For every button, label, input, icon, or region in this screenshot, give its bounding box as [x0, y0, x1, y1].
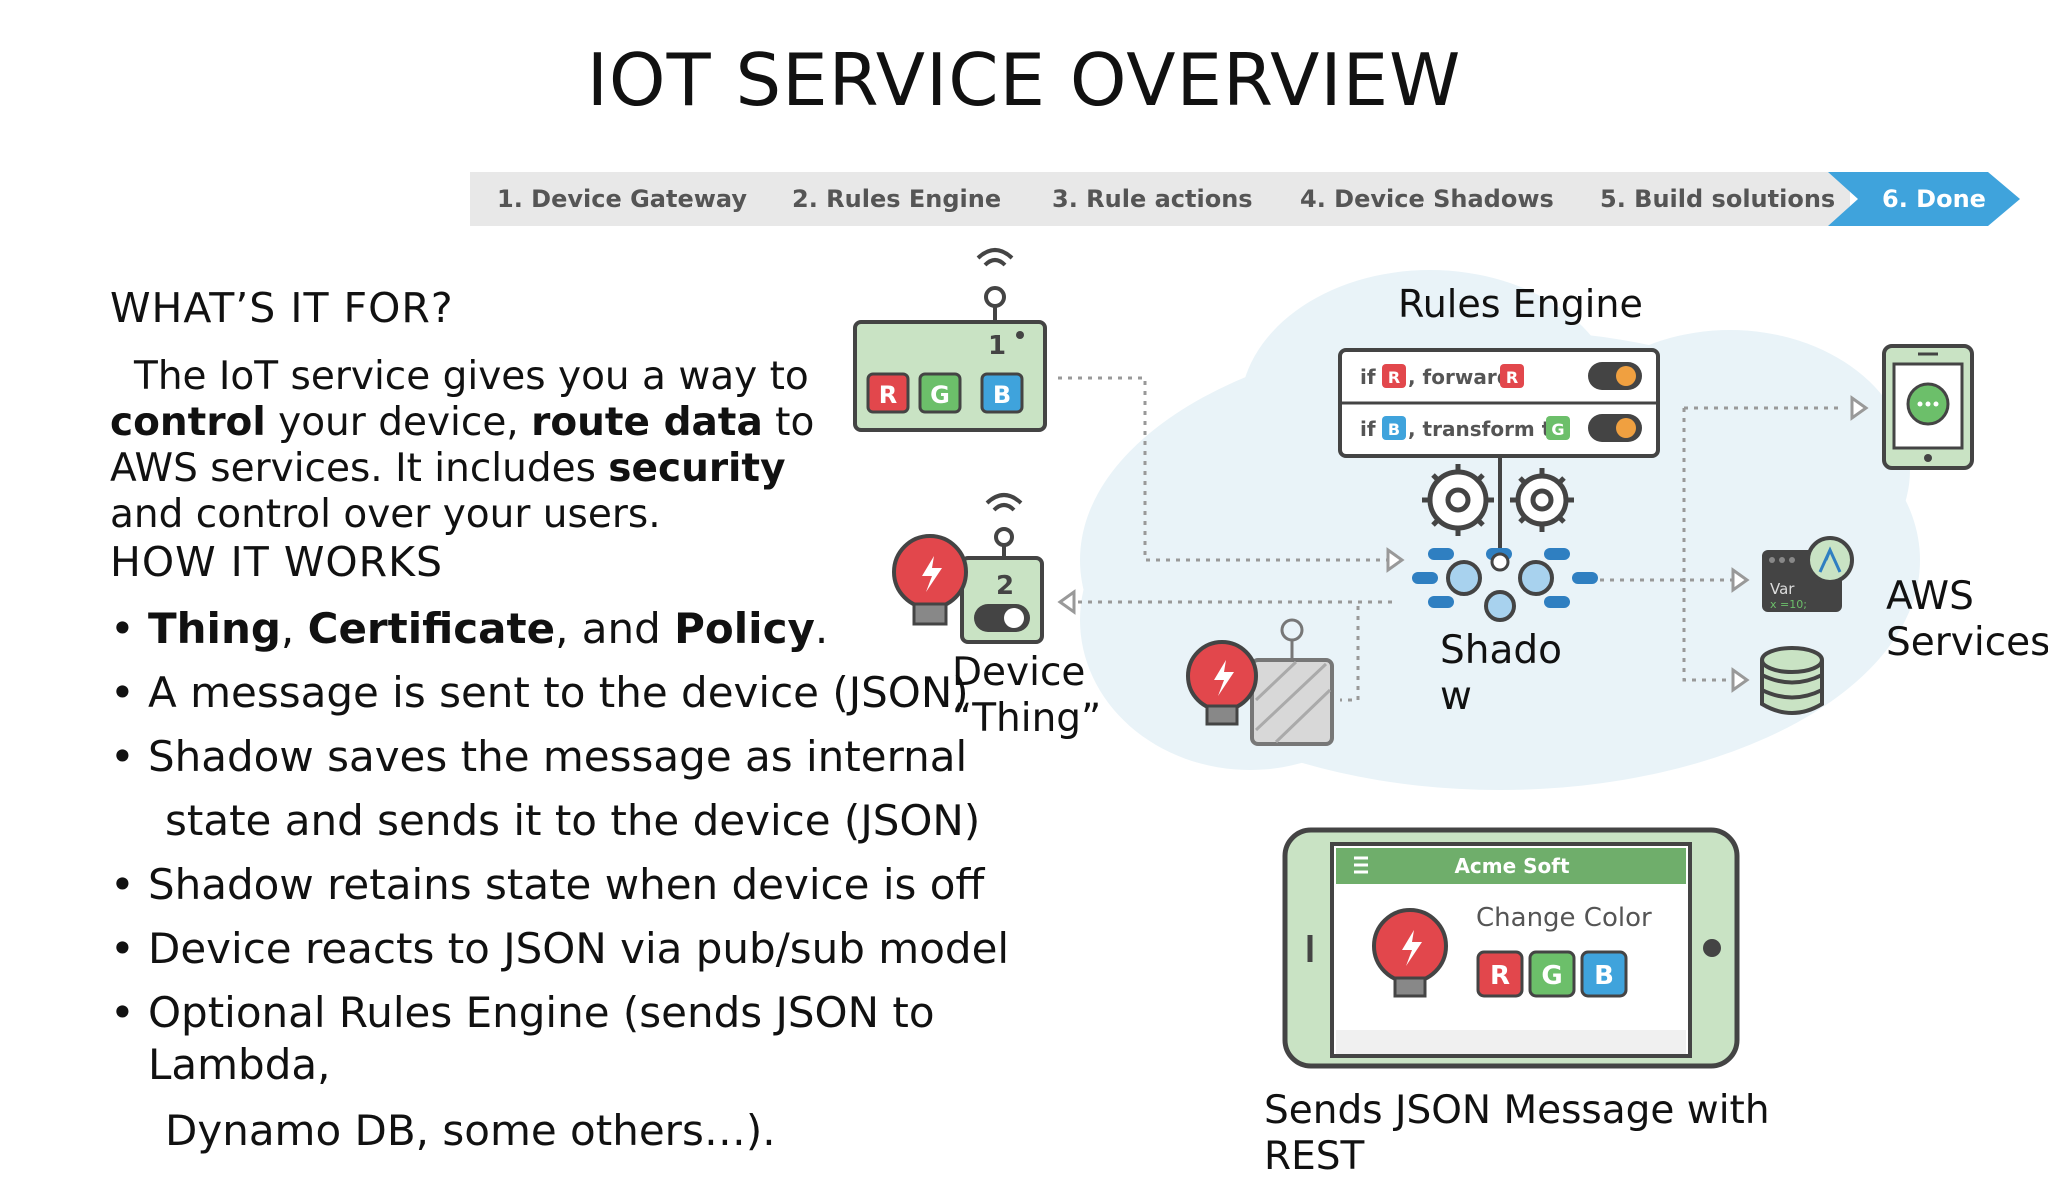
shadow-network	[1412, 548, 1598, 622]
bullet-shadow-saves-cont: state and sends it to the device (JSON)	[165, 796, 981, 845]
toggle-icon-1	[1588, 362, 1642, 390]
rule-1-if: if	[1360, 365, 1376, 389]
device-2-number: 2	[996, 571, 1014, 601]
app-title: Acme Soft	[1454, 854, 1570, 878]
dotted-connectors	[1058, 376, 1840, 702]
rules-engine-label: Rules Engine	[1398, 282, 1643, 326]
change-color-label: Change Color	[1476, 903, 1652, 933]
phone-icon	[1882, 344, 1974, 470]
device-1-buttons: R G B	[866, 372, 1024, 414]
lambda-icon: Var x =10;	[1762, 536, 1854, 612]
bullet-rules-engine-cont2: Dynamo DB, some others…).	[165, 1106, 776, 1155]
device-1-tag-r: R	[879, 381, 897, 409]
device-2: 2	[892, 493, 1044, 644]
device-1-number: 1	[988, 331, 1006, 361]
device-thing-label-2: “Thing”	[952, 696, 1102, 741]
para-line-3: AWS services. It includes security	[110, 446, 786, 492]
slide-title: IOT SERVICE OVERVIEW	[586, 38, 1462, 122]
aws-label-1: AWS	[1886, 574, 1974, 619]
device-1: 1 R G B	[853, 248, 1047, 432]
bold-control: control	[110, 400, 266, 445]
para-line-3-text: AWS services. It includes	[110, 446, 609, 491]
step-1-label[interactable]: 1. Device Gateway	[497, 185, 747, 213]
bullet-rules-engine: •Optional Rules Engine (sends JSON to	[110, 988, 935, 1037]
gear-icon	[1422, 464, 1494, 536]
iot-diagram: 1 R G B 2	[853, 248, 1974, 1069]
bullet1-sep1: ,	[280, 604, 308, 653]
rule-2-tag: B	[1388, 420, 1400, 439]
step-4-label[interactable]: 4. Device Shadows	[1300, 185, 1554, 213]
bullet3-text: Shadow saves the message as internal	[148, 732, 968, 781]
mobile-app: Acme Soft Change Color R G B	[1282, 827, 1740, 1069]
rule-2-if: if	[1360, 417, 1376, 441]
para-line-1: The IoT service gives you a way to	[134, 354, 809, 399]
app-tag-b: B	[1594, 961, 1614, 991]
rule-2-text: , transform to	[1408, 417, 1565, 441]
aws-label-2: Services	[1886, 620, 2048, 665]
lambda-var: Var	[1770, 580, 1795, 598]
app-tag-g: G	[1541, 961, 1562, 991]
sends-json-label-2: REST	[1264, 1134, 1365, 1179]
para-line-2-text-a: your device,	[265, 400, 532, 445]
bullet1-sep2: , and	[555, 604, 675, 653]
rule-1-tag2: R	[1506, 368, 1518, 387]
step-2-label[interactable]: 2. Rules Engine	[792, 185, 1001, 213]
step-6-background	[1828, 172, 2020, 226]
rules-engine-box: if R , forward R if B , transform to G	[1338, 348, 1660, 560]
menu-icon	[1354, 856, 1368, 874]
how-it-works-heading: HOW IT WORKS	[110, 538, 444, 586]
bold-certificate: Certificate	[307, 604, 556, 653]
wifi-icon-2	[985, 493, 1023, 558]
arrowheads	[1057, 395, 1869, 693]
bullet-rules-engine-cont1: Lambda,	[148, 1040, 331, 1089]
step-6-label[interactable]: 6. Done	[1882, 185, 1986, 213]
bullet-shadow-saves: •Shadow saves the message as internal	[110, 732, 968, 781]
device-1-tag-g: G	[930, 381, 950, 409]
bullet-shadow-retains: •Shadow retains state when device is off	[110, 860, 985, 909]
bold-thing: Thing	[148, 604, 281, 653]
bold-security: security	[608, 446, 786, 491]
bullet5-text: Device reacts to JSON via pub/sub model	[148, 924, 1010, 973]
shadow-label-1: Shado	[1440, 628, 1562, 673]
para-line-2: control your device, route data to	[110, 400, 814, 446]
bullet2-text: A message is sent to the device (JSON)	[148, 668, 969, 717]
step-5-label[interactable]: 5. Build solutions	[1600, 185, 1835, 213]
lightbulb-icon-2	[1186, 640, 1258, 726]
bullet1-sep3: .	[814, 604, 829, 653]
bullet4-text: Shadow retains state when device is off	[148, 860, 985, 909]
database-icon	[1760, 646, 1824, 715]
sends-json-label-1: Sends JSON Message with	[1264, 1088, 1770, 1133]
left-text-column: WHAT’S IT FOR? The IoT service gives you…	[0, 0, 1010, 1155]
wifi-icon	[976, 248, 1014, 322]
lambda-code: x =10;	[1770, 598, 1807, 611]
device-thing-label-1: Device	[952, 650, 1086, 695]
step-progress-bar: 1. Device Gateway 2. Rules Engine 3. Rul…	[470, 172, 2020, 226]
lightbulb-icon-3	[1372, 908, 1448, 998]
bullet-message-sent: •A message is sent to the device (JSON)	[110, 668, 969, 717]
bullet6-text: Optional Rules Engine (sends JSON to	[148, 988, 935, 1037]
step-bar-background	[470, 172, 1850, 226]
toggle-icon-2	[1588, 414, 1642, 442]
step-3-label[interactable]: 3. Rule actions	[1052, 185, 1253, 213]
bullet-thing-cert-policy: •Thing, Certificate, and Policy.	[110, 604, 829, 653]
shadow-device-ghost	[1186, 618, 1334, 746]
rule-1-tag: R	[1388, 368, 1400, 387]
shadow-label-2: w	[1440, 674, 1472, 719]
app-tag-r: R	[1490, 961, 1510, 991]
rule-2: if B , transform to G	[1360, 414, 1642, 442]
rule-1-text: , forward	[1408, 365, 1511, 389]
whats-it-for-heading: WHAT’S IT FOR?	[110, 284, 454, 332]
rule-2-tag2: G	[1551, 420, 1564, 439]
bold-policy: Policy	[674, 604, 815, 653]
bold-route-data: route data	[531, 400, 763, 445]
gear-icon-2	[1510, 468, 1574, 532]
para-line-2-text-b: to	[762, 400, 815, 445]
para-line-4: and control over your users.	[110, 492, 661, 537]
rule-1: if R , forward R	[1360, 362, 1642, 390]
device-1-tag-b: B	[993, 381, 1011, 409]
bullet-device-reacts: •Device reacts to JSON via pub/sub model	[110, 924, 1010, 973]
lightbulb-icon	[892, 534, 968, 626]
